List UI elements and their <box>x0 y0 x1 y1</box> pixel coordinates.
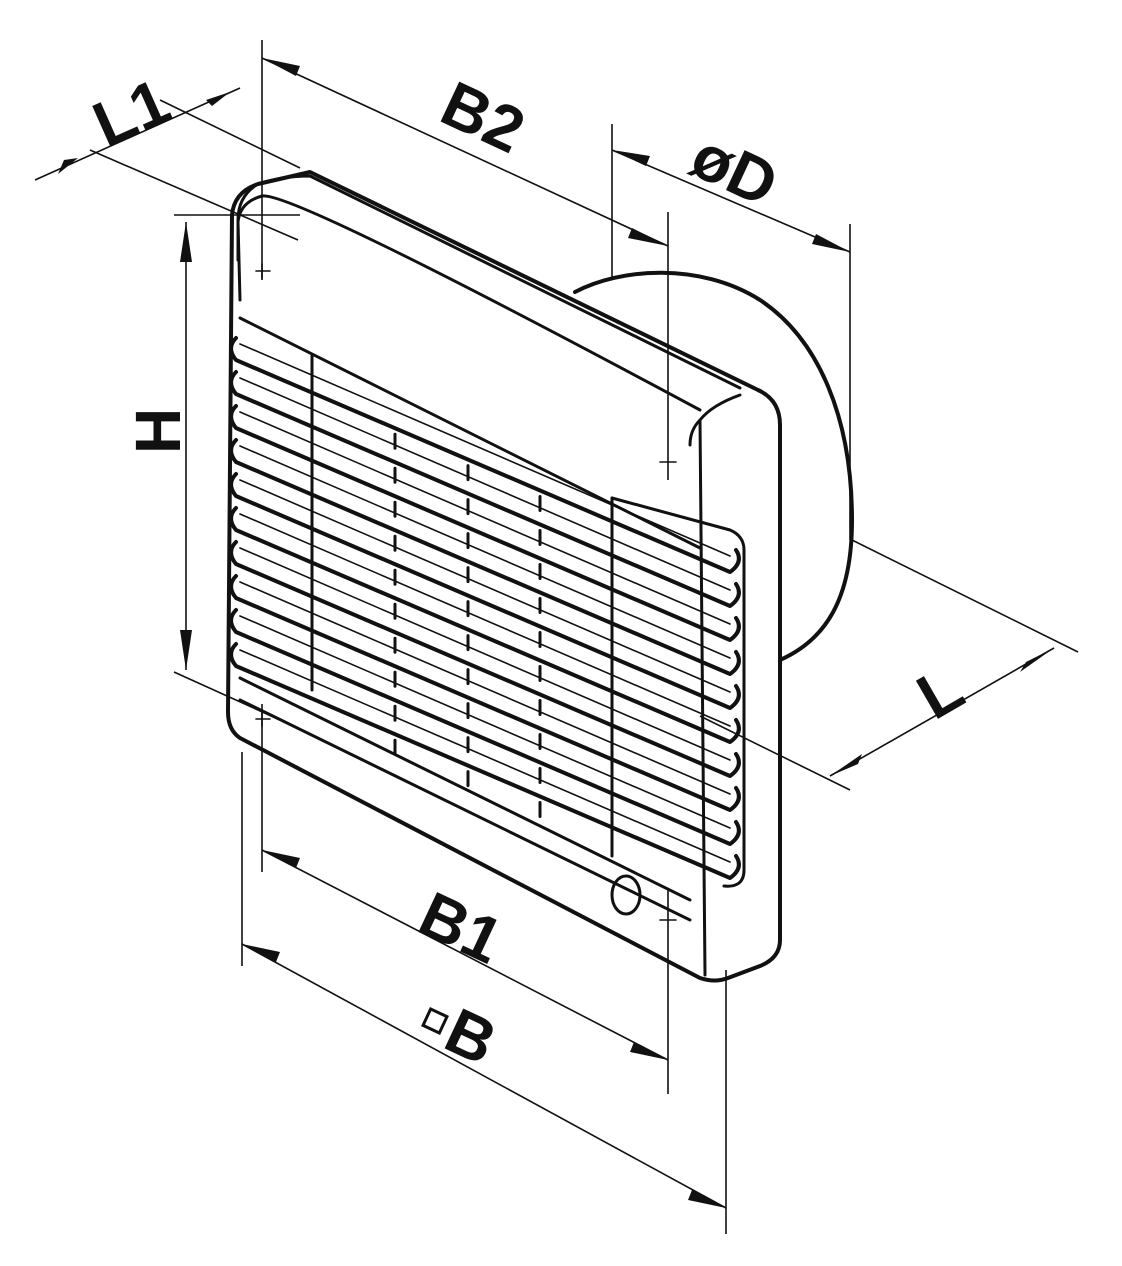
louver-slat <box>229 336 741 574</box>
louver-slat <box>229 540 741 778</box>
label-h: H <box>122 408 194 454</box>
louver-slat-edge <box>239 615 731 829</box>
louver-slat <box>229 404 741 642</box>
louver-slat <box>229 370 741 608</box>
label-b1: B1 <box>409 878 514 978</box>
square-symbol <box>421 1007 449 1035</box>
dimension-lines <box>34 40 1079 1234</box>
louver-slat <box>229 472 741 710</box>
label-l1: L1 <box>83 65 181 161</box>
louver-slat-edge <box>239 513 731 727</box>
label-d: øD <box>681 119 789 220</box>
louver-slat-edge <box>239 581 731 795</box>
louver-slat-edge <box>239 377 731 591</box>
louver-slat-edge <box>239 445 731 659</box>
louver-slat-edge <box>239 343 731 557</box>
louver-slat-edge <box>239 411 731 625</box>
louver-slat <box>229 642 741 880</box>
louver-slats <box>229 336 741 880</box>
louver-slat-edge <box>239 649 731 863</box>
louver-slat <box>229 574 741 812</box>
label-b2: B2 <box>431 67 536 167</box>
label-l: L <box>905 651 975 733</box>
duct-spigot <box>573 270 854 662</box>
louver-slat <box>229 608 741 846</box>
louver-slat <box>229 506 741 744</box>
label-b: B <box>435 994 507 1079</box>
dimension-arrows <box>58 58 1054 1208</box>
louver-slat <box>229 438 741 676</box>
louver-slat-edge <box>239 547 731 761</box>
louver-slat-edge <box>239 479 731 693</box>
